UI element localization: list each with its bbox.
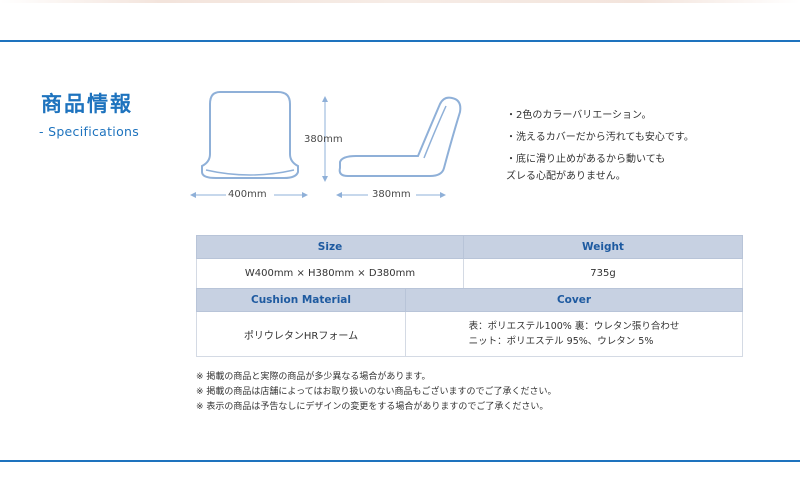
chair-side-view: [338, 96, 462, 177]
side-depth-label: 380mm: [372, 189, 411, 200]
feature-item: ・洗えるカバーだから汚れても安心です。: [506, 132, 694, 143]
top-decorative-strip: [0, 0, 800, 3]
size-value: W400mm × H380mm × D380mm: [196, 258, 464, 289]
note-item: ※ 表示の商品は予告なしにデザインの変更をする場合がありますのでご了承ください。: [196, 402, 549, 412]
cushion-material-header: Cushion Material: [196, 288, 406, 312]
cover-value: 表：ポリエステル100% 裏：ウレタン張り合わせ ニット：ポリエステル 95%、…: [405, 311, 743, 357]
cover-header: Cover: [405, 288, 743, 312]
page-subtitle: - Specifications: [39, 124, 140, 139]
height-arrow-top: [322, 96, 328, 102]
chair-diagram-svg: [190, 91, 462, 198]
note-item: ※ 掲載の商品は店舗によってはお取り扱いのない商品もございますのでご了承ください…: [196, 387, 557, 397]
width-arrow-right: [302, 192, 308, 198]
width-arrow-left: [190, 192, 196, 198]
spec-table-materials: Cushion Material Cover ポリウレタンHRフォーム 表：ポリ…: [196, 288, 743, 357]
cover-line: 表：ポリエステル100% 裏：ウレタン張り合わせ: [468, 321, 680, 332]
feature-item: ・2色のカラーバリエーション。: [506, 110, 652, 121]
height-arrow-bottom: [322, 176, 328, 182]
feature-list: ・2色のカラーバリエーション。 ・洗えるカバーだから汚れても安心です。 ・底に滑…: [506, 107, 694, 190]
chair-front-base: [205, 169, 295, 176]
front-width-label: 400mm: [228, 189, 267, 200]
page-title: 商品情報: [41, 92, 133, 116]
depth-arrow-right: [440, 192, 446, 198]
dimension-diagram: 400mm 380mm 380mm: [180, 88, 470, 213]
weight-header: Weight: [463, 235, 743, 259]
depth-arrow-left: [336, 192, 342, 198]
notes: ※ 掲載の商品と実際の商品が多少異なる場合があります。 ※ 掲載の商品は店舗によ…: [196, 370, 557, 415]
cushion-material-value: ポリウレタンHRフォーム: [196, 311, 406, 357]
size-header: Size: [196, 235, 464, 259]
chair-side-inner: [423, 105, 447, 159]
section-frame: [0, 40, 800, 462]
note-item: ※ 掲載の商品と実際の商品が多少異なる場合があります。: [196, 372, 431, 382]
feature-item: ・底に滑り止めがあるから動いても ズレる心配がありません。: [506, 154, 666, 182]
spec-table-size-weight: Size Weight W400mm × H380mm × D380mm 735…: [196, 235, 743, 289]
cover-line: ニット：ポリエステル 95%、ウレタン 5%: [468, 336, 654, 347]
weight-value: 735g: [463, 258, 743, 289]
height-label: 380mm: [304, 134, 343, 145]
chair-front-view: [201, 91, 299, 179]
